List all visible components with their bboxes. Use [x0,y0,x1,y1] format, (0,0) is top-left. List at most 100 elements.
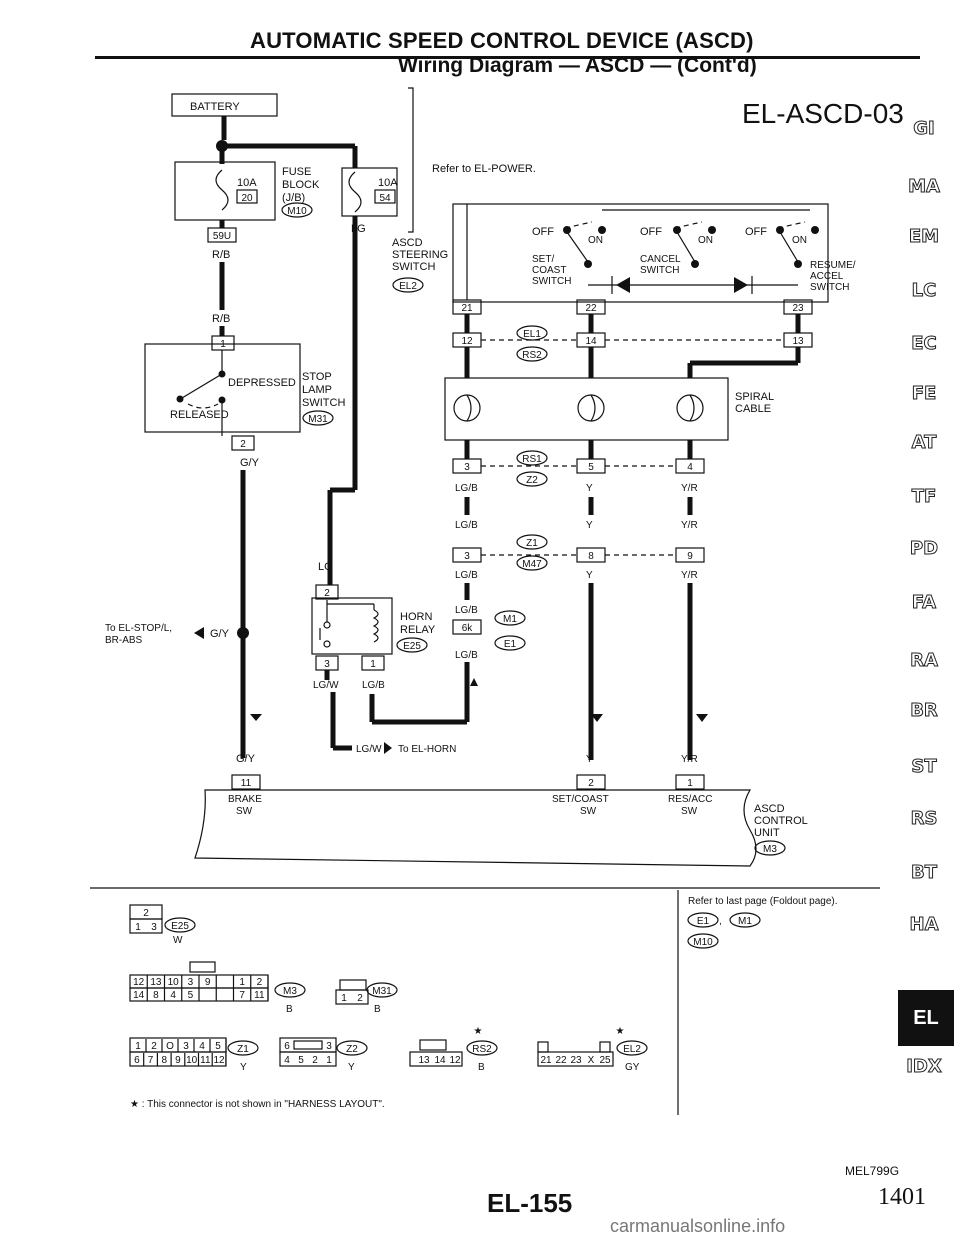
svg-text:CANCEL: CANCEL [640,254,681,265]
sidebar-tab-fa[interactable]: FA [911,592,937,614]
connector-el2: ★ 21 22 23 X 25 EL2 GY [537,1026,648,1073]
connector-pin: 4 [199,1041,205,1052]
connector-e25: 2 1 3 E25 W [129,904,196,946]
svg-text:12: 12 [449,1055,461,1066]
section-page: EL-155 [487,1188,573,1218]
svg-text:1: 1 [370,659,376,670]
title-rule [95,56,920,59]
diagram-code: EL-ASCD-03 [742,98,904,129]
svg-text:2: 2 [588,778,594,789]
svg-text:2: 2 [240,439,246,450]
svg-text:B: B [374,1004,381,1015]
svg-text:M31: M31 [372,986,392,997]
sidebar-tab-pd[interactable]: PD [909,538,939,560]
sidebar-tab-br[interactable]: BR [910,700,939,722]
fuse-block-1 [174,161,276,221]
sidebar-tab-st[interactable]: ST [911,756,937,778]
svg-text:13: 13 [418,1055,430,1066]
connector-pin: 6 [134,1055,140,1066]
connector-pin: 11 [200,1055,211,1066]
svg-text:2: 2 [324,588,330,599]
connector-pin: 7 [239,990,245,1001]
svg-text:RS1: RS1 [522,454,542,465]
sidebar-tab-ha[interactable]: HA [909,914,939,936]
svg-text:Z1: Z1 [237,1044,249,1055]
connector-pin: 14 [133,990,145,1001]
connector-pin: 7 [148,1055,154,1066]
svg-text:M3: M3 [763,844,777,855]
svg-text:54: 54 [379,193,391,204]
svg-text:LG/B: LG/B [362,680,385,691]
svg-text:COAST: COAST [532,265,566,276]
svg-text:OFF: OFF [532,226,554,238]
svg-text:FUSE: FUSE [282,166,311,178]
svg-text:E25: E25 [171,921,189,932]
svg-text:10A: 10A [378,177,398,189]
svg-text:CABLE: CABLE [735,403,771,415]
battery-label: BATTERY [190,101,240,113]
svg-text:SET/: SET/ [532,254,554,265]
svg-text:GY: GY [625,1062,640,1073]
svg-text:Y/R: Y/R [681,483,698,494]
svg-text:SWITCH: SWITCH [640,265,679,276]
svg-text:W: W [173,935,183,946]
sidebar-tab-lc[interactable]: LC [911,280,937,302]
connector-pin: 12 [213,1055,225,1066]
svg-text:LG: LG [318,561,333,573]
sidebar-tab-em[interactable]: EM [908,226,940,248]
svg-text:Y: Y [348,1062,355,1073]
svg-text:14: 14 [434,1055,446,1066]
svg-text:LG/B: LG/B [455,570,478,581]
svg-text:5: 5 [588,462,594,473]
svg-text:ASCD: ASCD [754,803,785,815]
svg-text:OFF: OFF [745,226,767,238]
sidebar-tab-fe[interactable]: FE [911,383,937,405]
sidebar-tab-ec[interactable]: EC [911,333,938,355]
svg-text:Y: Y [586,483,593,494]
svg-text:ASCD: ASCD [392,237,423,249]
sidebar-tab-ra[interactable]: RA [910,650,939,672]
sidebar-tab-idx[interactable]: IDX [906,1056,943,1078]
connector-rs2: ★ 13 14 12 RS2 B [409,1026,498,1073]
svg-text:3: 3 [324,659,330,670]
svg-text:20: 20 [241,193,253,204]
connector-pin: 2 [257,977,263,988]
sidebar-tab-at[interactable]: AT [911,432,937,454]
svg-text:SWITCH: SWITCH [302,397,345,409]
svg-text:Y/R: Y/R [681,754,698,765]
svg-text:OFF: OFF [640,226,662,238]
svg-text:ON: ON [792,235,807,246]
svg-text:BLOCK: BLOCK [282,179,320,191]
svg-text:ACCEL: ACCEL [810,271,844,282]
svg-text:12: 12 [461,336,473,347]
svg-text:RELAY: RELAY [400,624,436,636]
sidebar-tab-el[interactable]: EL [898,990,954,1046]
svg-text:R/B: R/B [212,249,230,261]
sidebar-tab-gi[interactable]: GI [913,118,935,140]
svg-text:59U: 59U [213,231,231,242]
svg-text:B: B [286,1004,293,1015]
sidebar-tab-bt[interactable]: BT [911,862,938,884]
sidebar-tab-ma[interactable]: MA [908,176,941,198]
svg-text:ON: ON [698,235,713,246]
svg-text:BR-ABS: BR-ABS [105,635,143,646]
connector-pin: 11 [254,990,265,1001]
svg-text:RELEASED: RELEASED [170,409,229,421]
svg-text:11: 11 [241,778,252,789]
sidebar-tab-rs[interactable]: RS [910,808,938,830]
sidebar-tab-tf[interactable]: TF [911,486,937,508]
svg-text:EL2: EL2 [623,1044,641,1055]
connector-pin: 10 [168,977,180,988]
svg-text:1: 1 [687,778,693,789]
svg-text:DEPRESSED: DEPRESSED [228,377,296,389]
svg-text:LG/B: LG/B [455,520,478,531]
svg-text:E1: E1 [504,639,517,650]
connector-pin: 8 [153,990,159,1001]
svg-text:UNIT: UNIT [754,827,780,839]
connector-pin: 2 [151,1041,157,1052]
connector-pin: 1 [135,1041,141,1052]
connector-z2: 6 3 4 5 2 1 Z2 Y [279,1037,368,1073]
svg-text:E1: E1 [697,916,710,927]
